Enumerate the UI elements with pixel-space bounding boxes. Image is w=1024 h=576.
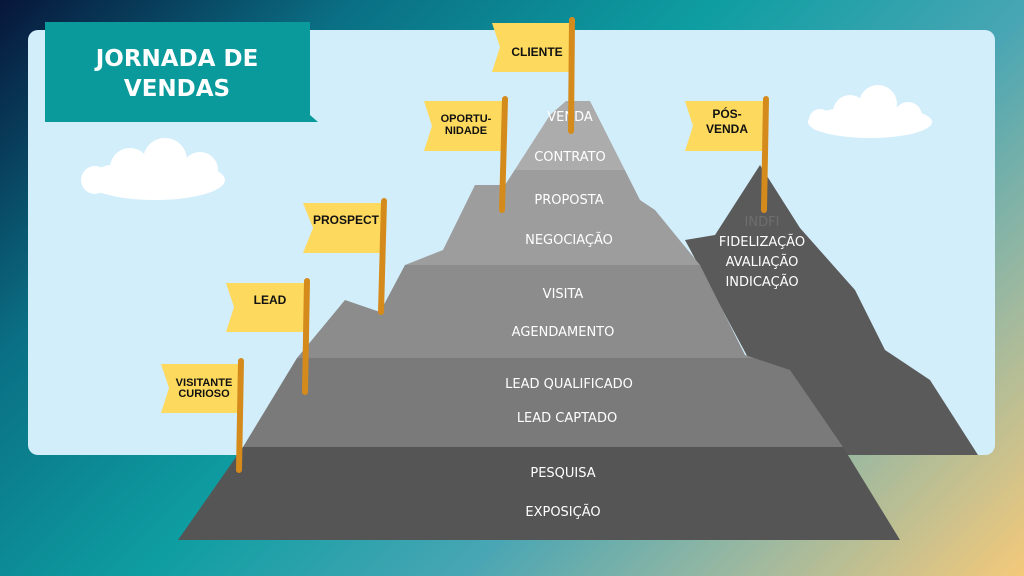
title-line2: VENDAS xyxy=(124,76,230,102)
flag-prospect: PROSPECT xyxy=(303,198,387,315)
flag-prospect-label: PROSPECT xyxy=(313,213,380,227)
cloud-left xyxy=(81,138,225,200)
flag-pos-venda-line2: VENDA xyxy=(706,122,748,136)
stage-contrato: CONTRATO xyxy=(534,150,606,165)
flag-oportunidade: OPORTU- NIDADE xyxy=(424,96,508,213)
title-box: JORNADA DE VENDAS xyxy=(45,22,318,122)
flag-oportunidade-line2: NIDADE xyxy=(445,125,487,137)
stage-lead-qualificado: LEAD QUALIFICADO xyxy=(505,377,633,392)
post-sale-mountain xyxy=(685,165,978,455)
stage-lead-captado: LEAD CAPTADO xyxy=(517,411,617,426)
flag-pos-venda: PÓS- VENDA xyxy=(685,96,769,213)
stage-agendamento: AGENDAMENTO xyxy=(512,325,615,340)
stage-visita: VISITA xyxy=(543,287,584,302)
flag-visitante-line1: VISITANTE xyxy=(176,377,233,389)
stage-pesquisa: PESQUISA xyxy=(530,466,595,481)
flag-cliente-label: CLIENTE xyxy=(511,45,562,59)
title-line1: JORNADA DE xyxy=(94,46,259,72)
stage-negociacao: NEGOCIAÇÃO xyxy=(525,232,613,248)
stage-labels: VENDA CONTRATO PROPOSTA NEGOCIAÇÃO VISIT… xyxy=(505,110,805,520)
flag-oportunidade-line1: OPORTU- xyxy=(441,113,492,125)
cloud-right xyxy=(808,85,932,138)
flag-visitante-curioso: VISITANTE CURIOSO xyxy=(161,358,244,473)
post-sale-faded: INDFI xyxy=(745,215,780,230)
post-sale-avaliacao: AVALIAÇÃO xyxy=(726,254,799,270)
post-sale-indicacao: INDICAÇÃO xyxy=(725,274,798,290)
flag-lead: LEAD xyxy=(226,278,310,395)
flag-pos-venda-line1: PÓS- xyxy=(712,106,741,121)
stage-exposicao: EXPOSIÇÃO xyxy=(525,504,600,520)
flag-visitante-line2: CURIOSO xyxy=(178,388,230,400)
flag-cliente: CLIENTE xyxy=(492,17,575,134)
post-sale-fidelizacao: FIDELIZAÇÃO xyxy=(719,234,805,250)
flag-lead-label: LEAD xyxy=(254,293,287,307)
stage-proposta: PROPOSTA xyxy=(534,193,603,208)
